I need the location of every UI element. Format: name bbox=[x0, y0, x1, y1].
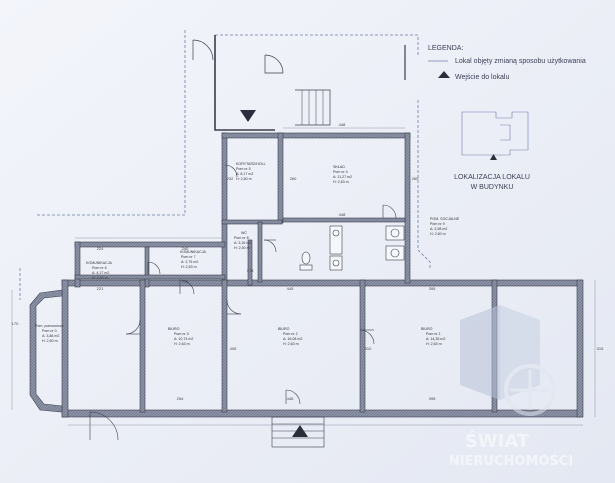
svg-text:H: 2,63 m: H: 2,63 m bbox=[92, 276, 108, 280]
fixtures bbox=[299, 225, 405, 271]
svg-text:Pom nr 3: Pom nr 3 bbox=[174, 332, 189, 336]
svg-text:Pom nr 8: Pom nr 8 bbox=[234, 236, 249, 240]
svg-text:A: 3,16 m2: A: 3,16 m2 bbox=[234, 241, 251, 245]
svg-text:H: 2,63 m: H: 2,63 m bbox=[333, 180, 349, 184]
svg-text:KOMUNIKACJA: KOMUNIKACJA bbox=[86, 261, 113, 265]
svg-text:Pom nr 5: Pom nr 5 bbox=[236, 167, 251, 171]
dimension-label: 448 bbox=[339, 212, 346, 217]
svg-text:H: 2,50 m: H: 2,50 m bbox=[234, 246, 250, 250]
room-label-corridor: KORYTARZ/HOLL Pom nr 5 A: 8,17 m2 H: 2,6… bbox=[236, 162, 266, 181]
svg-text:H: 2,60 m: H: 2,60 m bbox=[430, 232, 446, 236]
svg-text:A: 2,75 m2: A: 2,75 m2 bbox=[181, 260, 198, 264]
dimension-labels: 448 224 240 221 216 178 445 395 254 448 … bbox=[12, 122, 604, 401]
svg-text:Pom nr 6: Pom nr 6 bbox=[92, 266, 107, 270]
location-subtitle: W BUDYNKU bbox=[471, 184, 514, 191]
minimap-entrance-icon bbox=[490, 154, 497, 160]
svg-text:H: 2,63 m: H: 2,63 m bbox=[283, 342, 299, 346]
door-swings bbox=[125, 164, 397, 345]
room-label-office-3: BIURO Pom nr 3 A: 10,74 m2 H: 2,63 m bbox=[168, 327, 193, 346]
room-label-office-1: BIURO Pom nr 1 A: 14,35 m2 H: 2,63 m bbox=[421, 327, 445, 346]
entrance-marker-icon bbox=[292, 425, 308, 437]
svg-text:Pom nr 9: Pom nr 9 bbox=[430, 222, 445, 226]
toilet-bowl bbox=[301, 251, 311, 265]
svg-text:Pom nr 0: Pom nr 0 bbox=[42, 329, 57, 333]
entrance-legend-icon bbox=[438, 71, 450, 78]
svg-text:H: 2,60 m: H: 2,60 m bbox=[42, 339, 58, 343]
svg-text:Pom. pomocnicze: Pom. pomocnicze bbox=[35, 324, 64, 328]
svg-text:H: 2,60 m: H: 2,60 m bbox=[236, 177, 252, 181]
legend-entrance-label: Wejście do lokalu bbox=[455, 74, 509, 81]
svg-text:BIURO: BIURO bbox=[168, 327, 180, 331]
watermark: ŚWIAT NIERUCHOMOŚCI bbox=[449, 305, 573, 469]
adjacent-building-outline bbox=[19, 30, 431, 300]
svg-text:A: 4,17 m2: A: 4,17 m2 bbox=[92, 271, 109, 275]
walls bbox=[29, 132, 584, 418]
svg-text:POM. SOCJALNE: POM. SOCJALNE bbox=[430, 217, 460, 221]
room-label-communication-7: KOMUNIKACJA Pom nr 7 A: 2,75 m2 H: 2,63 … bbox=[180, 250, 207, 269]
svg-text:H: 2,63 m: H: 2,63 m bbox=[174, 342, 190, 346]
dimension-label: 405 bbox=[230, 346, 237, 351]
dimension-label: 315 bbox=[597, 346, 604, 351]
svg-text:WC: WC bbox=[241, 231, 247, 235]
legend-line-label: Lokal objęty zmianą sposobu użytkowania bbox=[455, 58, 586, 65]
location-title: LOKALIZACJA LOKALU bbox=[454, 174, 530, 181]
svg-text:A: 10,74 m2: A: 10,74 m2 bbox=[174, 337, 193, 341]
entrance-marker-icon bbox=[240, 110, 256, 122]
svg-text:SKŁAD: SKŁAD bbox=[333, 165, 345, 169]
legend: LEGENDA: Lokal objęty zmianą sposobu uży… bbox=[428, 45, 586, 81]
location-minimap: LOKALIZACJA LOKALU W BUDYNKU bbox=[454, 111, 530, 191]
dimension-label: 178 bbox=[247, 268, 254, 273]
dimension-label: 224 bbox=[97, 246, 104, 251]
upper-structure bbox=[192, 35, 406, 131]
svg-text:A: 14,35 m2: A: 14,35 m2 bbox=[426, 337, 445, 341]
dimension-label: 221 bbox=[97, 286, 104, 291]
svg-text:A: 11,27 m2: A: 11,27 m2 bbox=[333, 175, 352, 179]
svg-text:Pom nr 1: Pom nr 1 bbox=[426, 332, 441, 336]
svg-text:A: 2,98 m2: A: 2,98 m2 bbox=[430, 227, 447, 231]
svg-text:H: 2,63 m: H: 2,63 m bbox=[426, 342, 442, 346]
dimension-label: 254 bbox=[177, 396, 184, 401]
room-label-wc: WC Pom nr 8 A: 3,16 m2 H: 2,50 m bbox=[234, 231, 251, 250]
dimension-label: 310 bbox=[365, 346, 372, 351]
dimension-label: 216 bbox=[182, 279, 189, 284]
dimension-label: 448 bbox=[339, 122, 346, 127]
svg-text:A: 8,17 m2: A: 8,17 m2 bbox=[236, 172, 253, 176]
dimension-label: 395 bbox=[429, 286, 436, 291]
dimension-lines bbox=[11, 127, 596, 426]
svg-text:A: 16,08 m2: A: 16,08 m2 bbox=[283, 337, 302, 341]
svg-text:Pom nr 7: Pom nr 7 bbox=[181, 255, 196, 259]
room-label-communication-6: KOMUNIKACJA Pom nr 6 A: 4,17 m2 H: 2,63 … bbox=[86, 261, 113, 280]
svg-text:NIERUCHOMOŚCI: NIERUCHOMOŚCI bbox=[449, 453, 573, 469]
svg-text:BIURO: BIURO bbox=[421, 327, 433, 331]
svg-text:ŚWIAT: ŚWIAT bbox=[465, 430, 530, 452]
room-label-auxiliary: Pom. pomocnicze Pom nr 0 A: 3,88 m2 H: 2… bbox=[35, 324, 64, 343]
room-label-office-2: BIURO Pom nr 2 A: 16,08 m2 H: 2,63 m bbox=[278, 327, 302, 346]
svg-text:Pom nr 4: Pom nr 4 bbox=[333, 170, 348, 174]
dimension-label: 240 bbox=[182, 246, 189, 251]
svg-text:KOMUNIKACJA: KOMUNIKACJA bbox=[180, 250, 207, 254]
dimension-label: 170 bbox=[12, 321, 19, 326]
dimension-label: 232 bbox=[227, 176, 234, 181]
svg-text:KORYTARZ/HOLL: KORYTARZ/HOLL bbox=[236, 162, 266, 166]
dimension-label: 448 bbox=[287, 396, 294, 401]
svg-text:H: 2,63 m: H: 2,63 m bbox=[181, 265, 197, 269]
room-label-storage: SKŁAD Pom nr 4 A: 11,27 m2 H: 2,63 m bbox=[333, 165, 352, 184]
dimension-label: 445 bbox=[287, 286, 294, 291]
legend-title: LEGENDA: bbox=[428, 45, 463, 52]
watermark-logo-icon bbox=[460, 305, 556, 416]
svg-text:A: 3,88 m2: A: 3,88 m2 bbox=[42, 334, 59, 338]
svg-text:Pom nr 2: Pom nr 2 bbox=[283, 332, 298, 336]
svg-text:BIURO: BIURO bbox=[278, 327, 290, 331]
room-label-social: POM. SOCJALNE Pom nr 9 A: 2,98 m2 H: 2,6… bbox=[430, 217, 460, 236]
dimension-label: 260 bbox=[290, 176, 297, 181]
dimension-label: 395 bbox=[429, 396, 436, 401]
dimension-label: 260 bbox=[412, 176, 419, 181]
